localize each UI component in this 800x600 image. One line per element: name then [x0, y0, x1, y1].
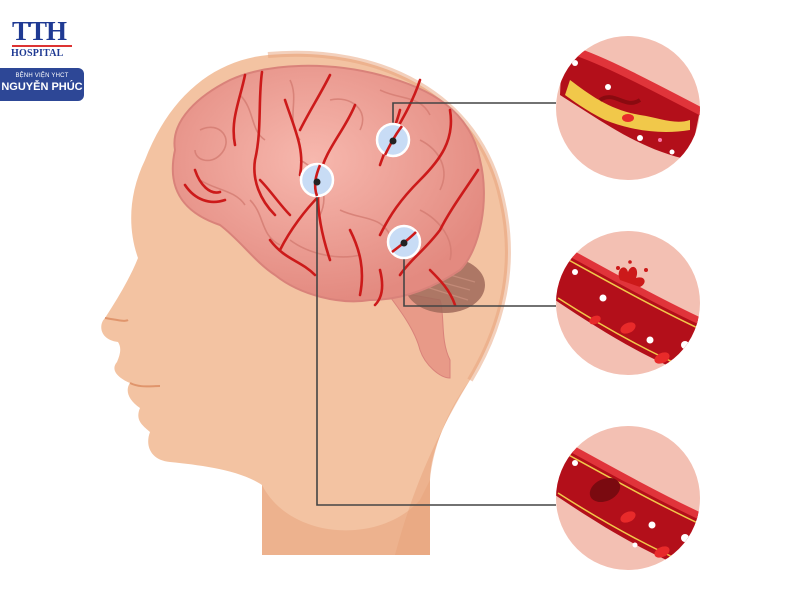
logo-badge: BỆNH VIỆN YHCT NGUYỄN PHÚC — [0, 68, 84, 101]
detail-circle-rupture — [556, 231, 700, 375]
brain-stem — [383, 289, 451, 379]
logo-brand: TTH — [12, 16, 67, 46]
blood-vessels — [183, 70, 480, 307]
logo-badge-line1: BỆNH VIỆN YHCT — [15, 73, 69, 79]
logo-underline — [12, 45, 72, 47]
marker-left — [299, 162, 335, 198]
marker-lower — [386, 224, 422, 260]
logo-subtitle: HOSPITAL — [11, 48, 64, 59]
logo-badge-line2: NGUYỄN PHÚC — [1, 81, 83, 93]
detail-circle-plaque — [556, 36, 700, 180]
marker-upper — [375, 122, 411, 158]
detail-circle-clot — [556, 426, 700, 570]
